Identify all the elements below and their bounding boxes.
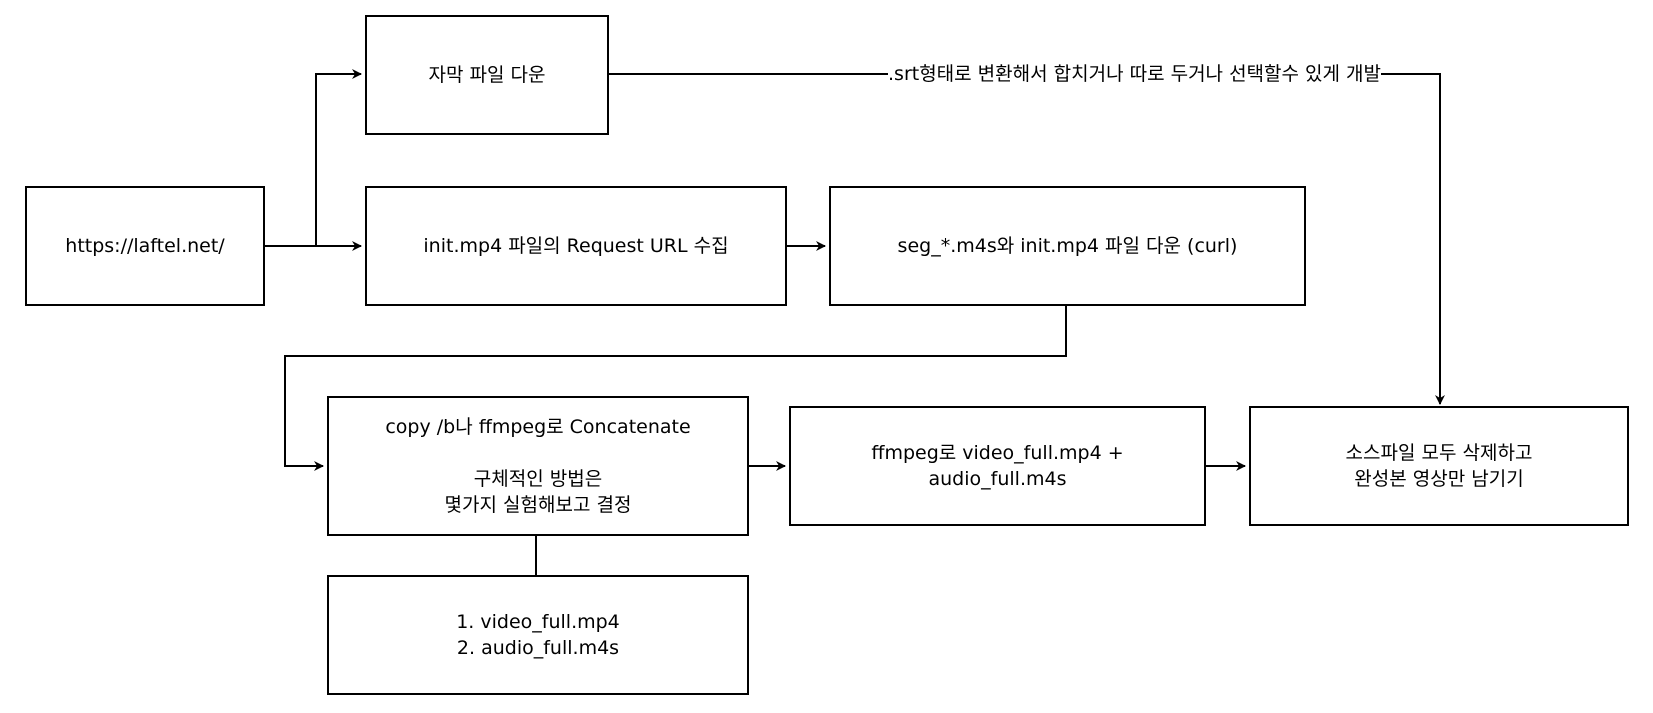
node-subtitle-download: 자막 파일 다운 — [365, 15, 609, 135]
node-collect-url: init.mp4 파일의 Request URL 수집 — [365, 186, 787, 306]
node-concatenate: copy /b나 ffmpeg로 Concatenate 구체적인 방법은 몇가… — [327, 396, 749, 536]
node-subtitle-download-label: 자막 파일 다운 — [428, 64, 546, 86]
node-cleanup: 소스파일 모두 삭제하고 완성본 영상만 남기기 — [1249, 406, 1629, 526]
node-segment-download: seg_*.m4s와 init.mp4 파일 다운 (curl) — [829, 186, 1306, 306]
node-segment-download-label: seg_*.m4s와 init.mp4 파일 다운 (curl) — [897, 235, 1238, 257]
edge-source-to-subtitle — [265, 69, 362, 247]
node-concatenate-line3: 몇가지 실험해보고 결정 — [444, 494, 632, 516]
node-outputs-line2: 2. audio_full.m4s — [456, 637, 620, 659]
node-merge-line1: ffmpeg로 video_full.mp4 + — [871, 442, 1124, 464]
node-cleanup-line2: 완성본 영상만 남기기 — [1354, 468, 1524, 490]
edge-segment-download-to-concatenate — [284, 304, 1067, 471]
node-outputs-line1: 1. video_full.mp4 — [456, 611, 620, 633]
edge-subtitle-to-cleanup — [609, 73, 1445, 405]
node-collect-url-label: init.mp4 파일의 Request URL 수집 — [423, 235, 729, 257]
node-merge-line2: audio_full.m4s — [928, 468, 1067, 490]
node-source-label: https://laftel.net/ — [65, 235, 225, 257]
edge-label-subtitle-to-cleanup: .srt형태로 변환해서 합치거나 따로 두거나 선택할수 있게 개발 — [888, 62, 1381, 86]
node-cleanup-line1: 소스파일 모두 삭제하고 — [1345, 442, 1533, 464]
node-merge: ffmpeg로 video_full.mp4 + audio_full.m4s — [789, 406, 1206, 526]
node-source: https://laftel.net/ — [25, 186, 265, 306]
node-concatenate-line2: 구체적인 방법은 — [473, 468, 603, 490]
node-outputs: 1. video_full.mp4 2. audio_full.m4s — [327, 575, 749, 695]
node-concatenate-line1: copy /b나 ffmpeg로 Concatenate — [385, 416, 691, 438]
